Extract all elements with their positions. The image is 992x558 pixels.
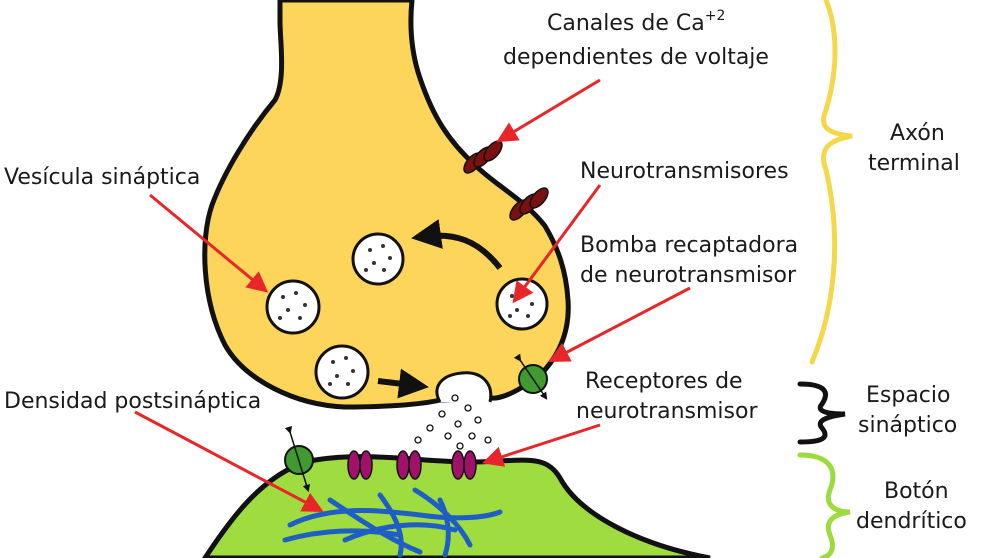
neurotransmitters-arrow [512,184,602,304]
ca-channels-label-2: dependientes de voltaje [503,45,769,70]
reuptake-pump [284,425,314,493]
psd-arrow [134,410,324,512]
receptors-arrow [482,423,601,467]
psd-label: Densidad postsináptica [4,389,261,414]
pump-label-1: Bomba recaptadora [580,233,798,258]
axon-label-2: terminal [868,151,960,176]
synaptic-vesicle [314,344,370,400]
pump-label-2: de neurotransmisor [580,263,797,288]
axon-brace [809,0,853,365]
pump-arrow [548,286,691,362]
neurotransmitters-label: Neurotransmisores [580,159,789,184]
synaptic-vesicle [351,232,405,286]
ca-channels [463,140,549,221]
vesicle-arrow [149,193,269,293]
dendrite-label-2: dendrítico [856,509,967,534]
fusion-pore [436,372,491,402]
postsynaptic-density-filaments [282,487,503,558]
ca-channels-arrow [496,78,601,143]
ca-channels-label: Canales de Ca+2 [547,8,725,36]
receptors-label-2: neurotransmisor [576,399,758,424]
vesicle-label: Vesícula sináptica [4,165,200,190]
axon-label-1: Axón [890,121,945,146]
dendrite-brace [797,452,851,558]
synaptic-vesicle [265,279,321,335]
dendrite-label-1: Botón [884,479,949,504]
release-arrow [377,368,429,399]
released-neurotransmitters [414,394,492,450]
receptors-label-1: Receptores de [585,369,743,394]
cleft-label-1: Espacio [866,383,950,408]
cleft-label-2: sináptico [858,413,957,438]
recycling-arrow [411,219,503,270]
reuptake-pump [513,353,548,400]
synaptic-vesicle [495,277,549,331]
cleft-brace [797,381,846,445]
neurotransmitter-receptors [347,450,477,480]
